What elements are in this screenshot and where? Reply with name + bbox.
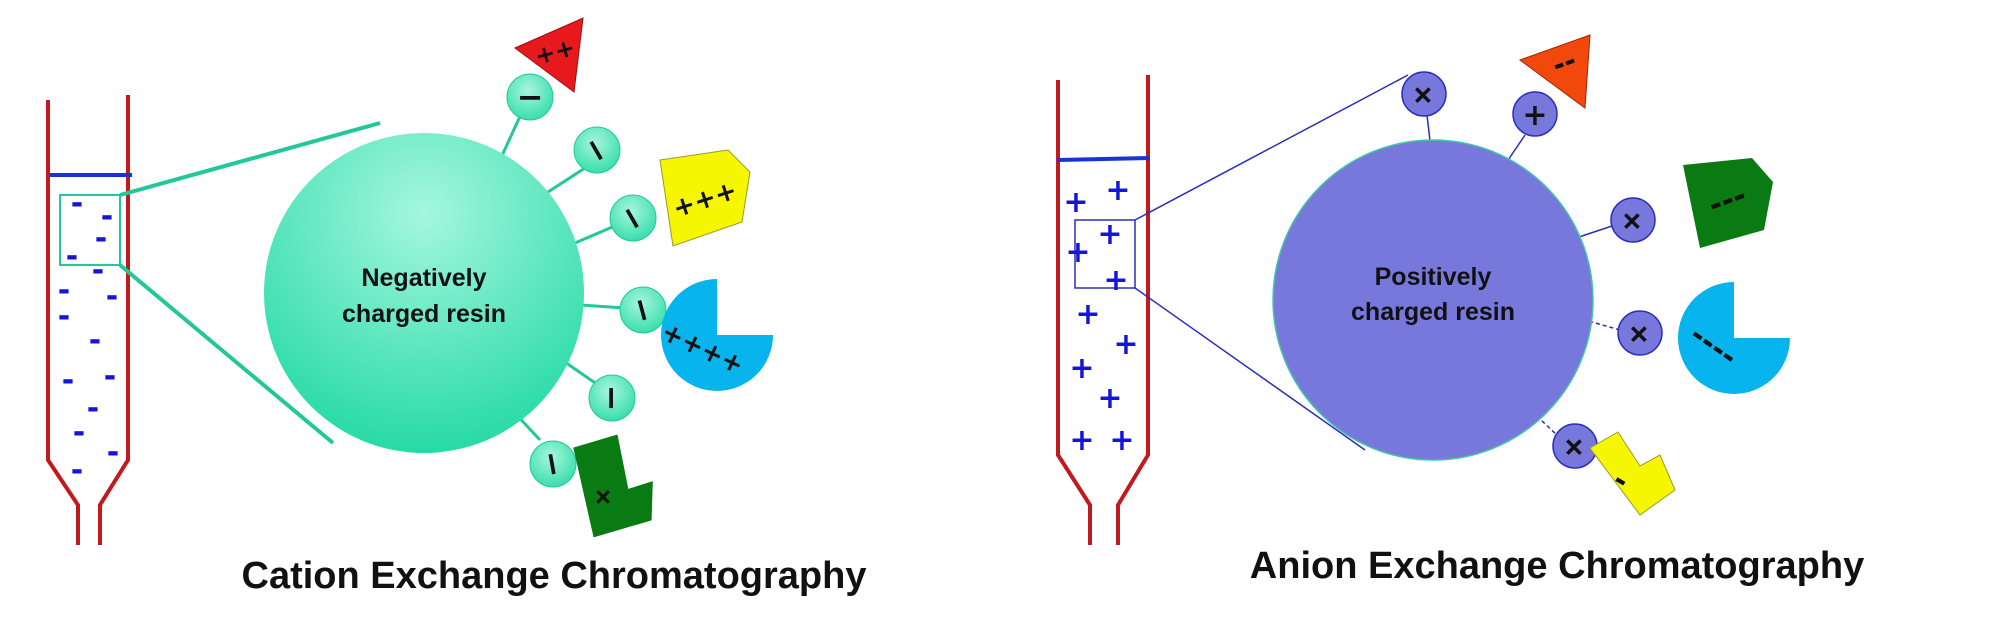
anion-panel: +++++++++++ Positively charged resin + +…: [1056, 34, 1864, 587]
anion-zoom-line-top: [1134, 74, 1409, 221]
anion-column-right-wall: [1116, 75, 1150, 545]
anion-ligand: +: [1552, 423, 1598, 469]
cation-bead-charges: ---------------: [58, 186, 119, 488]
cation-yellow-hexagon: +++: [659, 149, 751, 247]
bead-charge: +: [1065, 235, 1090, 270]
anion-resin-label-line2: charged resin: [1351, 298, 1515, 326]
anion-resin-label-line1: Positively: [1375, 263, 1492, 291]
cation-resin-label-line2: charged resin: [342, 300, 506, 328]
cation-ligand: −: [573, 126, 621, 174]
cation-ligand: −: [619, 286, 667, 334]
anion-ligand: +: [1512, 91, 1558, 137]
bead-charge: +: [1075, 297, 1100, 332]
bead-charge: +: [1113, 327, 1138, 362]
anion-ligand: +: [1401, 71, 1447, 117]
anion-ligand: +: [1617, 310, 1663, 356]
bead-charge: -: [58, 299, 70, 334]
bead-charge: -: [71, 453, 83, 488]
anion-resin: [1272, 139, 1594, 461]
bead-charge: +: [1105, 173, 1130, 208]
anion-zoom-box: [1074, 219, 1136, 289]
bead-charge: -: [92, 253, 104, 288]
bead-charge: +: [1063, 185, 1088, 220]
cation-ligand: −: [588, 374, 636, 422]
anion-ligand: +: [1610, 197, 1656, 243]
cation-ligand: −: [506, 73, 554, 121]
svg-text:−: −: [593, 385, 631, 412]
bead-charge: -: [104, 359, 116, 394]
bead-charge: -: [101, 199, 113, 234]
anion-column-left-wall: [1056, 80, 1092, 545]
bead-charge: +: [1097, 381, 1122, 416]
cation-column-right-wall: [98, 95, 130, 545]
bead-charge: -: [73, 415, 85, 450]
bead-charge: -: [66, 239, 78, 274]
cation-ligand: −: [609, 194, 657, 242]
bead-charge: -: [89, 323, 101, 358]
cation-ligand: −: [529, 440, 577, 488]
cation-column: ---------------: [46, 95, 132, 545]
svg-text:−: −: [532, 447, 574, 480]
bead-charge: -: [95, 221, 107, 256]
bead-charge: -: [87, 391, 99, 426]
cation-resin-label-line1: Negatively: [361, 264, 486, 292]
bead-charge: +: [1103, 263, 1128, 298]
bead-charge: -: [71, 186, 83, 221]
anion-green-hexagon: ---: [1683, 158, 1773, 248]
anion-yellow-lshape: -: [1589, 431, 1676, 516]
cation-green-lshape: +: [573, 434, 653, 538]
bead-charge: +: [1097, 217, 1122, 252]
bead-charge: +: [1069, 351, 1094, 386]
anion-blue-pacman: ----: [1678, 282, 1790, 394]
svg-text:+: +: [1522, 98, 1547, 133]
anion-column: +++++++++++: [1056, 75, 1151, 545]
bead-charge: +: [1109, 423, 1134, 458]
anion-orange-triangle: --: [1518, 34, 1591, 109]
anion-ligands: + + + + +: [1401, 71, 1663, 469]
cation-zoom-line-top: [119, 121, 381, 197]
bead-charge: +: [1069, 423, 1094, 458]
bead-charge: -: [106, 279, 118, 314]
bead-charge: -: [62, 363, 74, 398]
cation-zoom-line-bottom: [118, 263, 335, 445]
cation-panel: --------------- Negatively charged resin…: [46, 17, 867, 597]
anion-bead-charges: +++++++++++: [1063, 173, 1138, 458]
cation-zoom-box: [59, 194, 121, 266]
cation-resin: [264, 133, 584, 453]
cation-ligands: − − − − − −: [506, 73, 667, 488]
bead-charge: -: [58, 273, 70, 308]
cation-red-triangle: ++: [514, 17, 584, 93]
anion-title: Anion Exchange Chromatography: [1250, 545, 1864, 587]
svg-text:−: −: [517, 78, 544, 116]
cation-blue-pacman: ++++: [657, 279, 773, 391]
cation-column-left-wall: [46, 100, 80, 545]
bead-charge: -: [107, 435, 119, 470]
anion-column-top-line: [1057, 156, 1151, 162]
anion-zoom-line-bottom: [1134, 287, 1366, 451]
cation-title: Cation Exchange Chromatography: [242, 555, 867, 597]
